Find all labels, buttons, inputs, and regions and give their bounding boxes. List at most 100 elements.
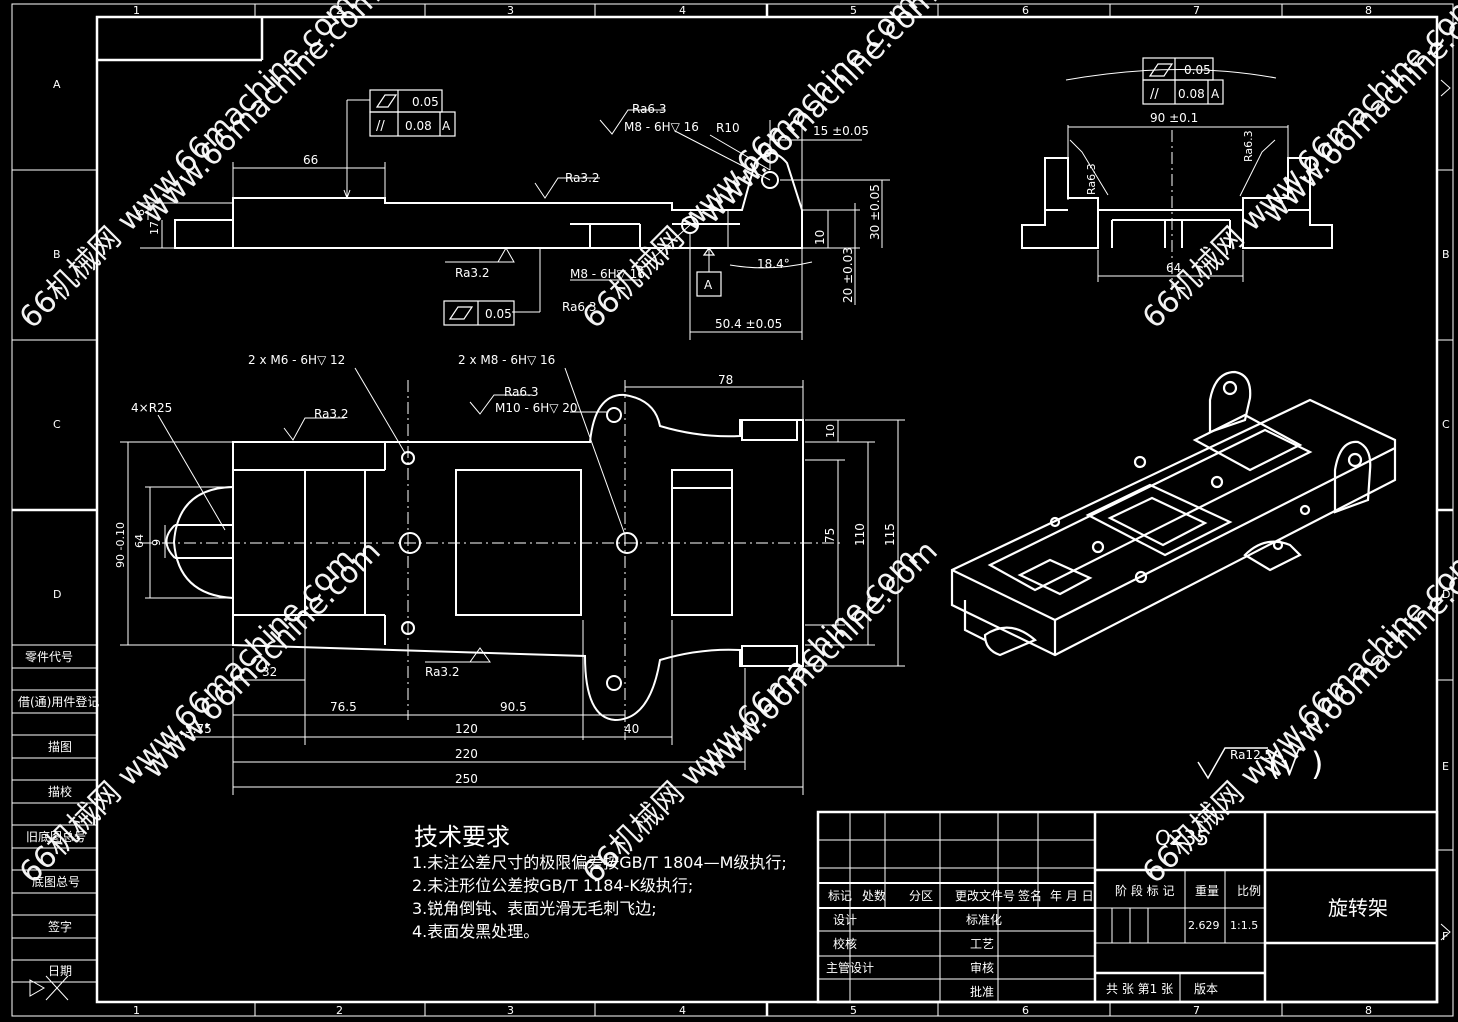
flatness-value: 0.05: [412, 95, 439, 109]
holes-m8: 2 x M8 - 6H▽ 16: [458, 353, 555, 367]
drawing-frame: [11, 3, 1454, 1017]
parallel-value: 0.08: [405, 119, 432, 133]
top-ra-bottom: Ra3.2: [425, 665, 460, 679]
row-label: B: [1442, 248, 1450, 261]
top-view: 2 x M6 - 6H▽ 12 2 x M8 - 6H▽ 16 Ra6.3 M1…: [114, 353, 905, 795]
flatness-bottom-value: 0.05: [485, 307, 512, 321]
strip-cell: 零件代号: [25, 650, 73, 664]
col-label: 7: [1193, 1004, 1200, 1017]
thread-bottom: M8 - 6H▽ 16: [570, 267, 645, 281]
watermark: www.66machine.com: [693, 534, 945, 786]
title-block: Q235 旋转架 标记 处数 分区 更改文件号 签名 年 月 日 阶 段 标 记…: [816, 810, 1439, 1004]
dim-220: 220: [455, 747, 478, 761]
ra-bottom: Ra3.2: [455, 266, 490, 280]
row-label: D: [1442, 588, 1450, 601]
thread-top: M8 - 6H▽ 16: [624, 120, 699, 134]
dim-250: 250: [455, 772, 478, 786]
dim-17: 17: [148, 221, 161, 235]
dim-76-5: 76.5: [330, 700, 357, 714]
col-label: 7: [1193, 4, 1200, 17]
weight-label: 重量: [1195, 884, 1219, 898]
col-label: 5: [850, 4, 857, 17]
role-review: 审核: [970, 960, 994, 975]
dim-10-top: 10: [824, 424, 837, 438]
angle: 18.4°: [757, 257, 790, 271]
dim-10: 10: [813, 230, 827, 245]
dim-9: 9: [150, 539, 163, 546]
dim-110: 110: [853, 523, 867, 546]
tech-req-line: 2.未注形位公差按GB/T 1184-K级执行;: [412, 876, 693, 895]
col-label: 1: [133, 4, 140, 17]
version-label: 版本: [1194, 982, 1218, 996]
tech-req-line: 3.锐角倒钝、表面光滑无毛刺飞边;: [412, 899, 657, 918]
tech-req-title: 技术要求: [414, 823, 510, 851]
material: Q235: [1155, 826, 1209, 850]
tech-req-line: 4.表面发黑处理。: [412, 922, 539, 941]
row-label: A: [53, 78, 61, 91]
dim-120: 120: [455, 722, 478, 736]
role-design: 设计: [833, 913, 857, 927]
weight-value: 2.629: [1188, 919, 1220, 932]
col-label: 6: [1022, 1004, 1029, 1017]
technical-requirements: 技术要求 1.未注公差尺寸的极限偏差按GB/T 1804—M级执行; 2.未注形…: [412, 823, 787, 941]
parallel-symbol: //: [376, 119, 385, 134]
dim-20: 20 ±0.03: [841, 247, 855, 303]
rev-header: 处数: [862, 888, 886, 903]
row-labels: A B C D B C D E F: [53, 78, 1450, 943]
role-check: 校核: [833, 936, 857, 951]
rev-header: 标记: [828, 889, 852, 903]
strip-cell: 描图: [48, 740, 72, 754]
left-strip: 零件代号 借(通)用件登记 描图 描校 旧底图总号 底图总号 签字 日期: [12, 644, 99, 983]
strip-cell: 底图总号: [32, 874, 80, 889]
front-view: 0.05 // 0.08 A 66 Ra3.2 Ra3.2 Ra6.3 M8 -…: [134, 89, 890, 340]
stage-label: 阶 段 标 记: [1115, 883, 1174, 898]
col-label: 2: [336, 1004, 343, 1017]
col-label: 4: [679, 4, 686, 17]
side-datum: A: [1211, 87, 1220, 101]
side-dim-64: 64: [1166, 261, 1181, 275]
watermark: www.66machine.com: [693, 0, 945, 231]
side-view: 0.05 // 0.08 A 90 ±0.1 Ra6.3 Ra6.3 64: [1021, 57, 1333, 290]
dim-15: 15 ±0.05: [813, 124, 869, 138]
dim-32: 32: [262, 665, 277, 679]
rev-header: 更改文件号: [955, 888, 1015, 903]
dim-8: 8: [134, 209, 147, 216]
scale-value: 1:1.5: [1230, 919, 1258, 932]
general-ra: Ra12.5: [1230, 748, 1272, 762]
dim-90-5: 90.5: [500, 700, 527, 714]
dim-30: 30 ±0.05: [868, 184, 882, 240]
col-label: 6: [1022, 4, 1029, 17]
side-parallel-sym: //: [1150, 87, 1159, 102]
dim-5-75: 5.75: [185, 722, 212, 736]
strip-cell: 借(通)用件登记: [18, 694, 99, 709]
isometric-view: [950, 370, 1397, 657]
watermark: www.66machine.com: [1256, 0, 1458, 231]
general-check: (√ ): [1268, 745, 1324, 783]
dim-40: 40: [624, 722, 639, 736]
col-label: 4: [679, 1004, 686, 1017]
side-ra-left: Ra6.3: [1085, 163, 1098, 195]
rev-header: 分区: [909, 889, 933, 903]
part-name: 旋转架: [1328, 896, 1388, 920]
row-label: C: [1442, 418, 1450, 431]
tech-req-line: 1.未注公差尺寸的极限偏差按GB/T 1804—M级执行;: [412, 853, 787, 872]
row-label: B: [53, 248, 61, 261]
datum-a: A: [704, 278, 713, 292]
radius-r10: R10: [716, 121, 740, 135]
thread-bottom-ra: Ra6.3: [562, 300, 597, 314]
dim-90-tol: 90 -0.10: [114, 522, 127, 568]
holes-m6: 2 x M6 - 6H▽ 12: [248, 353, 345, 367]
strip-cell: 旧底图总号: [26, 829, 86, 844]
watermark: 66机械网 www.66machine.com: [1136, 541, 1458, 890]
col-label: 2: [336, 4, 343, 17]
role-process: 工艺: [970, 937, 994, 951]
dim-75: 75: [823, 528, 837, 543]
ra-top: Ra3.2: [565, 171, 600, 185]
row-label: D: [53, 588, 61, 601]
thread-top-ra: Ra6.3: [632, 102, 667, 116]
side-dim-90: 90 ±0.1: [1150, 111, 1198, 125]
side-ra-right: Ra6.3: [1242, 130, 1255, 162]
role-chief: 主管设计: [826, 960, 874, 975]
row-label: E: [1442, 760, 1449, 773]
col-label: 3: [507, 1004, 514, 1017]
